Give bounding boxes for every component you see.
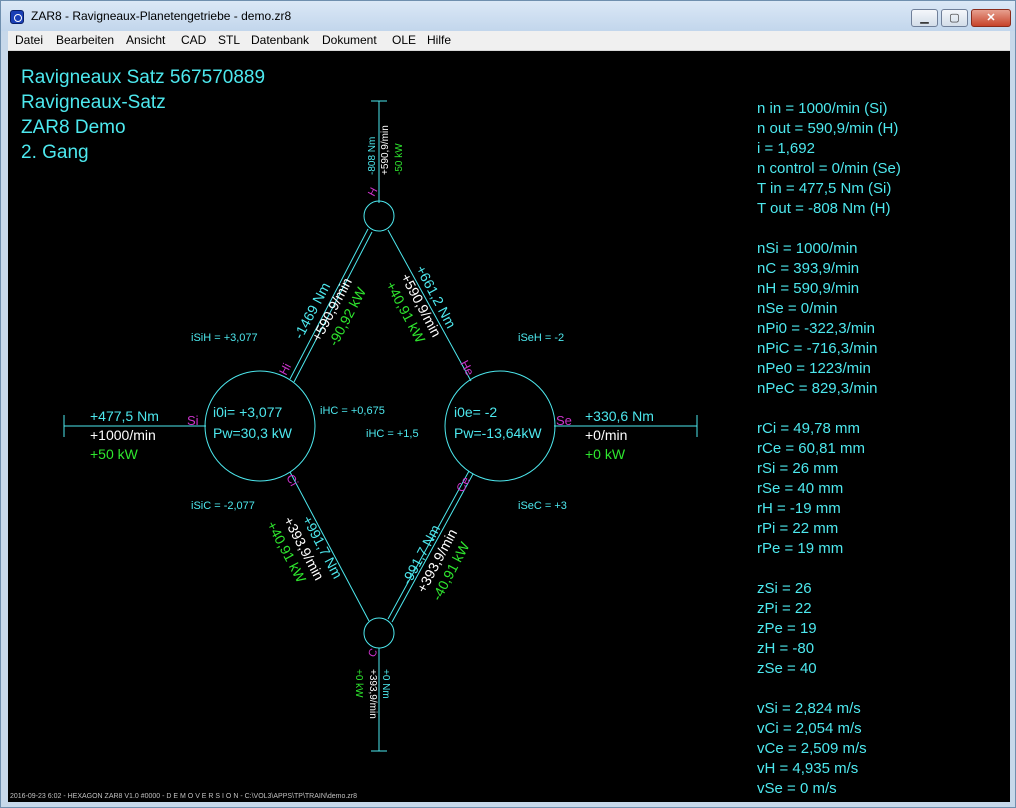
header-line-2: Ravigneaux-Satz (21, 92, 166, 113)
drawing-canvas[interactable]: Ravigneaux Satz 567570889 Ravigneaux-Sat… (8, 51, 1010, 802)
result-line: nPeC = 829,3/min (757, 380, 878, 397)
h-node[interactable] (363, 200, 395, 232)
left-planet-ratio: i0i= +3,077 (213, 404, 282, 420)
result-line: rPe = 19 mm (757, 540, 843, 557)
result-line: T out = -808 Nm (H) (757, 200, 891, 217)
results-list: n in = 1000/min (Si) n out = 590,9/min (H… (757, 100, 901, 797)
header-line-4: 2. Gang (21, 142, 89, 163)
maximize-button[interactable]: ▢ (941, 9, 968, 27)
si-torque: +477,5 Nm (90, 408, 159, 424)
edge-ci-line (289, 471, 370, 622)
result-line: nH = 590,9/min (757, 280, 859, 297)
ratio-ihc-inverse: iHC = +1,5 (366, 428, 419, 440)
menu-bar: Datei Bearbeiten Ansicht CAD STL Datenba… (8, 31, 1010, 51)
result-line: rCi = 49,78 mm (757, 420, 860, 437)
close-button[interactable]: ✕ (971, 9, 1011, 27)
result-line: rPi = 22 mm (757, 520, 838, 537)
minimize-button[interactable]: ▁ (911, 9, 938, 27)
ratio-isic: iSiC = -2,077 (191, 500, 255, 512)
window-title: ZAR8 - Ravigneaux-Planetengetriebe - dem… (31, 9, 292, 23)
right-planet-ratio: i0e= -2 (454, 404, 497, 420)
edge-he-line (387, 229, 472, 382)
gear-diagram: Ravigneaux Satz 567570889 Ravigneaux-Sat… (21, 67, 901, 797)
c-label: C (366, 647, 380, 660)
result-line: vCi = 2,054 m/s (757, 720, 862, 737)
result-line: nPe0 = 1223/min (757, 360, 871, 377)
c-speed: +393,9/min (367, 669, 378, 719)
title-bar[interactable]: ZAR8 - Ravigneaux-Planetengetriebe - dem… (1, 1, 1015, 31)
result-line: zSi = 26 (757, 580, 812, 597)
result-line: n in = 1000/min (Si) (757, 100, 887, 117)
result-line: rH = -19 mm (757, 500, 841, 517)
c-node[interactable] (363, 617, 395, 649)
ratio-isec: iSeC = +3 (518, 500, 567, 512)
menu-ole[interactable]: OLE (392, 33, 417, 47)
si-label: Si (187, 413, 199, 428)
menu-stl[interactable]: STL (218, 33, 241, 47)
edge-hi-line-b (293, 231, 373, 383)
edge-ce-label: Ce (453, 474, 473, 494)
edge-ce-line-b (391, 473, 474, 623)
left-planet-power: Pw=30,3 kW (213, 425, 293, 441)
result-line: nC = 393,9/min (757, 260, 859, 277)
c-torque: +0 Nm (380, 669, 391, 699)
result-line: nPi0 = -322,3/min (757, 320, 875, 337)
result-line: nSe = 0/min (757, 300, 837, 317)
ratio-isih: iSiH = +3,077 (191, 332, 258, 344)
menu-hilfe[interactable]: Hilfe (427, 33, 452, 47)
result-line: vSi = 2,824 m/s (757, 700, 861, 717)
se-torque: +330,6 Nm (585, 408, 654, 424)
header-line-3: ZAR8 Demo (21, 117, 126, 138)
result-line: i = 1,692 (757, 140, 815, 157)
h-speed: +590,9/min (380, 125, 391, 175)
menu-datenbank[interactable]: Datenbank (251, 33, 310, 47)
app-icon[interactable] (10, 10, 24, 24)
edge-hi-line-a (289, 228, 369, 380)
result-line: nPiC = -716,3/min (757, 340, 877, 357)
result-line: T in = 477,5 Nm (Si) (757, 180, 891, 197)
h-torque: -808 Nm (367, 137, 378, 175)
result-line: rSe = 40 mm (757, 480, 843, 497)
result-line: vH = 4,935 m/s (757, 760, 858, 777)
se-label: Se (556, 413, 572, 428)
menu-bearbeiten[interactable]: Bearbeiten (56, 33, 115, 47)
result-line: rCe = 60,81 mm (757, 440, 865, 457)
si-power: +50 kW (90, 446, 139, 462)
header-line-1: Ravigneaux Satz 567570889 (21, 67, 265, 88)
result-line: n control = 0/min (Se) (757, 160, 901, 177)
se-speed: +0/min (585, 427, 627, 443)
result-line: zSe = 40 (757, 660, 817, 677)
menu-datei[interactable]: Datei (15, 33, 44, 47)
menu-dokument[interactable]: Dokument (322, 33, 377, 47)
si-speed: +1000/min (90, 427, 156, 443)
se-power: +0 kW (585, 446, 626, 462)
result-line: zPe = 19 (757, 620, 817, 637)
edge-hi-label: Hi (276, 361, 294, 378)
result-line: zH = -80 (757, 640, 814, 657)
result-line: n out = 590,9/min (H) (757, 120, 898, 137)
edge-ce-line-a (387, 470, 470, 620)
ratio-iseh: iSeH = -2 (518, 332, 564, 344)
c-power: +0 kW (353, 669, 364, 698)
planet-inner-circle[interactable] (204, 370, 316, 482)
edge-he-label: He (457, 358, 477, 378)
result-line: zPi = 22 (757, 600, 812, 617)
planet-outer-circle[interactable] (444, 370, 556, 482)
h-label: H (366, 186, 380, 199)
right-planet-power: Pw=-13,64kW (454, 425, 542, 441)
ratio-ihc: iHC = +0,675 (320, 405, 385, 417)
menu-cad[interactable]: CAD (181, 33, 207, 47)
h-power: -50 kW (394, 143, 405, 175)
result-line: nSi = 1000/min (757, 240, 857, 257)
result-line: vSe = 0 m/s (757, 780, 837, 797)
result-line: vCe = 2,509 m/s (757, 740, 867, 757)
status-footer: 2016-09-23 6:02 - HEXAGON ZAR8 V1.0 #000… (10, 793, 358, 800)
menu-ansicht[interactable]: Ansicht (126, 33, 166, 47)
result-line: rSi = 26 mm (757, 460, 838, 477)
